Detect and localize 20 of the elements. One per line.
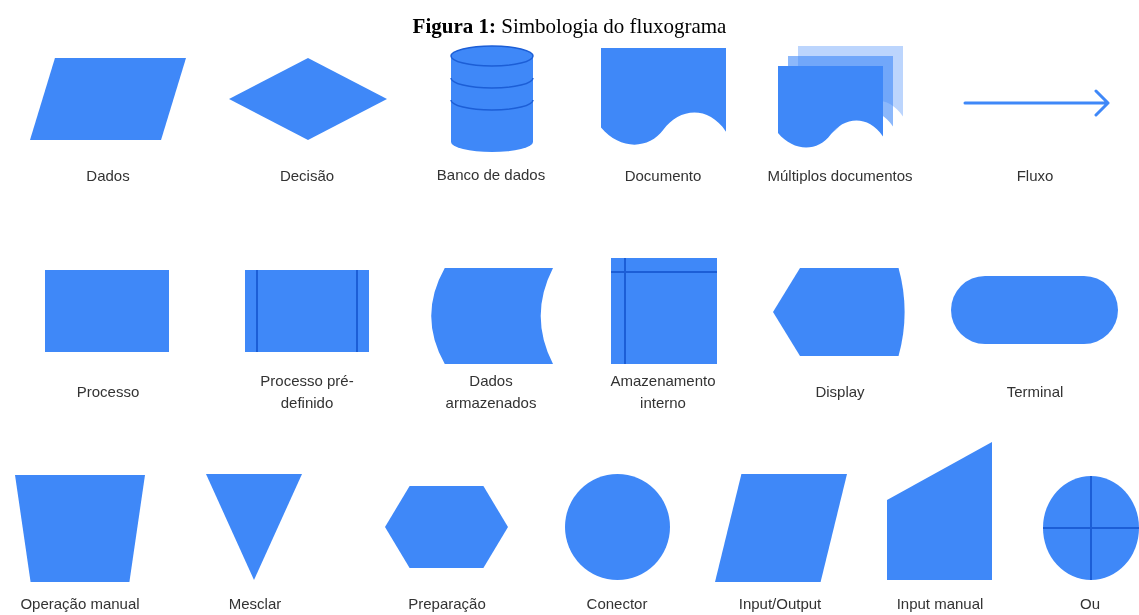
symbol-label: Processo pré-definido <box>259 371 355 413</box>
symbol-label: Decisão <box>279 166 335 186</box>
symbol-label: Input/Output <box>738 594 822 614</box>
figure-title: Figura 1: Simbologia do fluxograma <box>412 14 727 39</box>
symbol-label: Documento <box>624 166 702 186</box>
symbol-label: Display <box>815 382 865 402</box>
symbol-label: Input manual <box>896 594 984 614</box>
symbol-label: Dados armazenados <box>444 371 538 413</box>
symbol-label: Processo <box>76 382 140 402</box>
symbol-label: Conector <box>586 594 648 614</box>
symbol-label: Fluxo <box>1016 166 1054 186</box>
symbol-label: Amazenamento interno <box>609 371 717 413</box>
symbol-label: Operação manual <box>20 594 140 614</box>
symbol-label: Banco de dados <box>436 165 546 185</box>
symbol-label: Terminal <box>1006 382 1064 402</box>
symbol-label: Mesclar <box>228 594 282 614</box>
symbol-label: Dados <box>86 166 130 186</box>
symbol-label: Múltiplos documentos <box>767 166 913 186</box>
symbol-label: Preparação <box>408 594 486 614</box>
symbol-label: Ou <box>1080 594 1100 614</box>
